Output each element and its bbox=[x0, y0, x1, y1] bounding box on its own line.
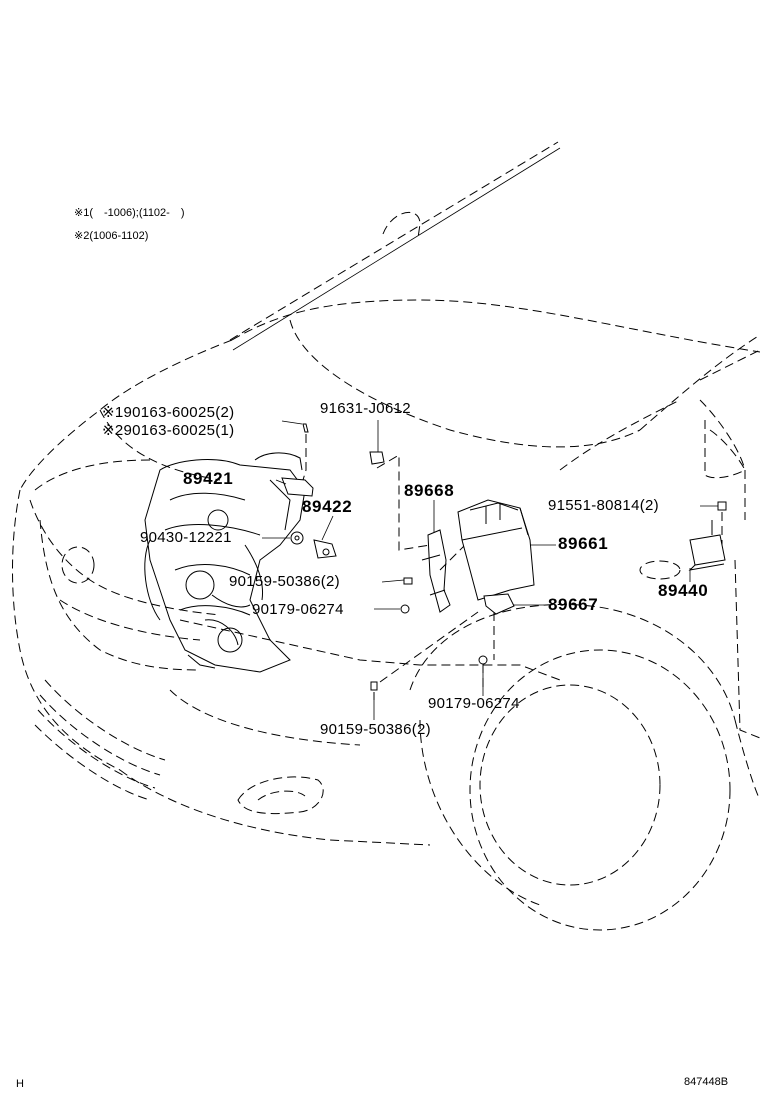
parts bbox=[281, 423, 727, 700]
part-label-90179-06274-upper[interactable]: 90179-06274 bbox=[252, 601, 344, 618]
part-label-90163-60025-2[interactable]: ※190163-60025(2) bbox=[102, 404, 235, 421]
part-label-91551-80814[interactable]: 91551-80814(2) bbox=[548, 497, 659, 514]
leader-lines bbox=[262, 420, 718, 720]
part-label-91631-j0612[interactable]: 91631-J0612 bbox=[320, 400, 411, 417]
part-label-89668[interactable]: 89668 bbox=[404, 481, 455, 500]
part-label-89667[interactable]: 89667 bbox=[548, 595, 599, 614]
part-label-89422[interactable]: 89422 bbox=[302, 497, 353, 516]
part-label-90179-06274-lower[interactable]: 90179-06274 bbox=[428, 695, 520, 712]
part-label-90163-60025-1[interactable]: ※290163-60025(1) bbox=[102, 422, 235, 439]
part-label-89440[interactable]: 89440 bbox=[658, 581, 709, 600]
footer-left-code: H bbox=[16, 1078, 24, 1090]
part-label-90159-50386-lower[interactable]: 90159-50386(2) bbox=[320, 721, 431, 738]
part-label-89661[interactable]: 89661 bbox=[558, 534, 609, 553]
part-label-90430-12221[interactable]: 90430-12221 bbox=[140, 529, 232, 546]
engine-assembly bbox=[144, 452, 306, 673]
note-2: ※2(1006-1102) bbox=[74, 230, 149, 242]
part-label-90159-50386-upper[interactable]: 90159-50386(2) bbox=[229, 573, 340, 590]
part-label-89421[interactable]: 89421 bbox=[183, 469, 234, 488]
note-1: ※1( -1006);(1102- ) bbox=[74, 207, 185, 219]
diagram-id: 847448B bbox=[684, 1076, 729, 1088]
vehicle-outline bbox=[12, 141, 760, 931]
